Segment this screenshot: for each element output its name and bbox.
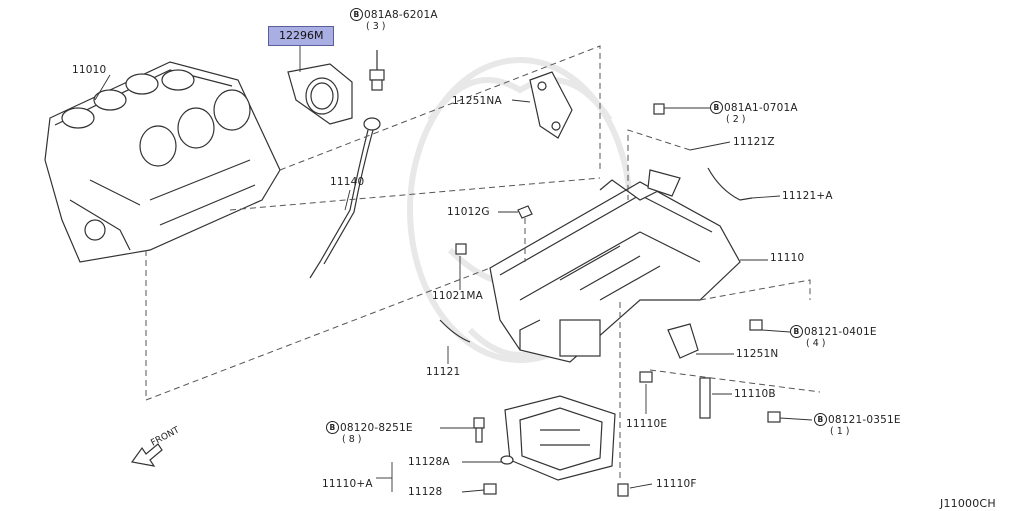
part-label-11121[interactable]: 11121: [426, 366, 461, 378]
part-label-11110e[interactable]: 11110E: [626, 418, 668, 430]
oil-level-gauge: [309, 117, 381, 279]
bolt-qty: ( 8 ): [342, 434, 362, 445]
dashed-guides: [145, 45, 821, 478]
bolt-qty: ( 4 ): [806, 338, 826, 349]
bolt-badge-icon: B: [790, 325, 803, 338]
part-label-11128[interactable]: 11128: [408, 486, 443, 498]
part-label-11121a[interactable]: 11121+A: [782, 190, 833, 202]
bolt-badge-icon: B: [326, 421, 339, 434]
bolt-badge-icon: B: [350, 8, 363, 21]
part-label-11010[interactable]: 11010: [72, 64, 107, 76]
part-label-11110f[interactable]: 11110F: [656, 478, 697, 490]
part-label-11110a[interactable]: 11110+A: [322, 478, 373, 490]
oil-pan-lower: [500, 395, 616, 481]
diagram-code: J11000CH: [940, 497, 996, 510]
rear-oil-seal: [287, 63, 353, 125]
part-label-11021ma[interactable]: 11021MA: [432, 290, 484, 302]
part-label-11121z[interactable]: 11121Z: [733, 136, 775, 148]
gaskets: [439, 167, 753, 359]
bolt-qty: ( 1 ): [830, 426, 850, 437]
part-label-11110[interactable]: 11110: [770, 252, 805, 264]
bolt-badge-icon: B: [710, 101, 723, 114]
bracket-11251na: [529, 71, 573, 139]
bolt-081a8: [369, 50, 385, 91]
part-label-11128a[interactable]: 11128A: [408, 456, 450, 468]
bolt-qty: ( 3 ): [366, 21, 386, 32]
part-label-11251na[interactable]: 11251NA: [452, 95, 502, 107]
part-label-11110b[interactable]: 11110B: [734, 388, 776, 400]
cylinder-block: [44, 61, 281, 263]
highlighted-part-label[interactable]: 12296M: [268, 26, 334, 46]
part-label-11012g[interactable]: 11012G: [447, 206, 490, 218]
front-arrow: [130, 443, 163, 467]
fittings: [455, 103, 781, 497]
leader-lines: [94, 46, 813, 493]
part-label-11140[interactable]: 11140: [330, 176, 365, 188]
part-label-11251n[interactable]: 11251N: [736, 348, 779, 360]
bolt-qty: ( 2 ): [726, 114, 746, 125]
bolt-badge-icon: B: [814, 413, 827, 426]
oil-pan-upper: [489, 169, 741, 363]
